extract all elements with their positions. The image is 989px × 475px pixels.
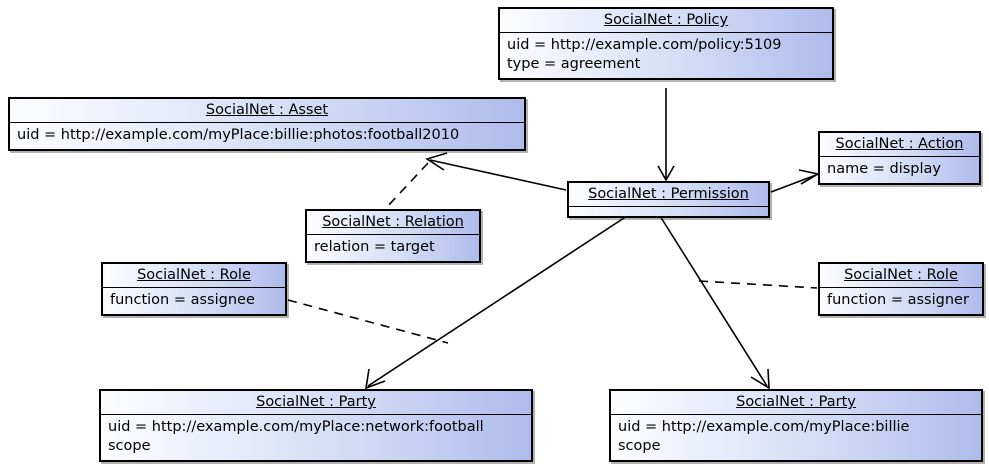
- node-relation-attributes: relation = target: [314, 239, 435, 255]
- node-role-assigner-title: SocialNet : Role: [820, 264, 982, 288]
- edge-asset-relation: [385, 162, 429, 209]
- edge-permission-party-left: [364, 215, 628, 390]
- node-action-attributes: name = display: [827, 161, 941, 177]
- edge-permission-action: [770, 169, 821, 193]
- node-role-assignee-title: SocialNet : Role: [103, 264, 285, 288]
- node-action-title: SocialNet : Action: [820, 133, 979, 157]
- edge-permission-asset: [425, 152, 567, 191]
- node-party-billie-title: SocialNet : Party: [611, 391, 981, 415]
- node-policy-attributes: uid = http://example.com/policy:5109 typ…: [507, 37, 782, 72]
- node-role-assigner[interactable]: SocialNet : Role function = assigner: [818, 262, 984, 316]
- node-asset[interactable]: SocialNet : Asset uid = http://example.c…: [8, 97, 526, 151]
- node-permission-attributes: [569, 207, 768, 216]
- node-role-assignee[interactable]: SocialNet : Role function = assignee: [101, 262, 287, 316]
- node-asset-title: SocialNet : Asset: [10, 99, 524, 123]
- node-party-network-attributes: uid = http://example.com/myPlace:network…: [108, 419, 484, 454]
- node-policy-title: SocialNet : Policy: [500, 9, 832, 33]
- edge-permission-party-right: [659, 215, 770, 390]
- node-party-billie[interactable]: SocialNet : Party uid = http://example.c…: [609, 389, 983, 462]
- node-party-billie-attributes: uid = http://example.com/myPlace:billie …: [618, 419, 910, 454]
- node-role-assignee-attributes: function = assignee: [110, 292, 255, 308]
- node-party-network-title: SocialNet : Party: [101, 391, 531, 415]
- node-action[interactable]: SocialNet : Action name = display: [818, 131, 981, 185]
- edge-role-left-party-left: [287, 299, 449, 344]
- edge-policy-permission: [657, 88, 675, 182]
- node-party-network[interactable]: SocialNet : Party uid = http://example.c…: [99, 389, 533, 462]
- node-relation-title: SocialNet : Relation: [307, 211, 479, 235]
- node-role-assigner-attributes: function = assigner: [827, 292, 969, 308]
- node-relation[interactable]: SocialNet : Relation relation = target: [305, 209, 481, 263]
- node-policy[interactable]: SocialNet : Policy uid = http://example.…: [498, 7, 834, 80]
- node-asset-attributes: uid = http://example.com/myPlace:billie:…: [17, 127, 460, 143]
- edge-permission-role-right: [698, 280, 818, 289]
- node-permission[interactable]: SocialNet : Permission: [567, 181, 770, 218]
- node-permission-title: SocialNet : Permission: [569, 183, 768, 207]
